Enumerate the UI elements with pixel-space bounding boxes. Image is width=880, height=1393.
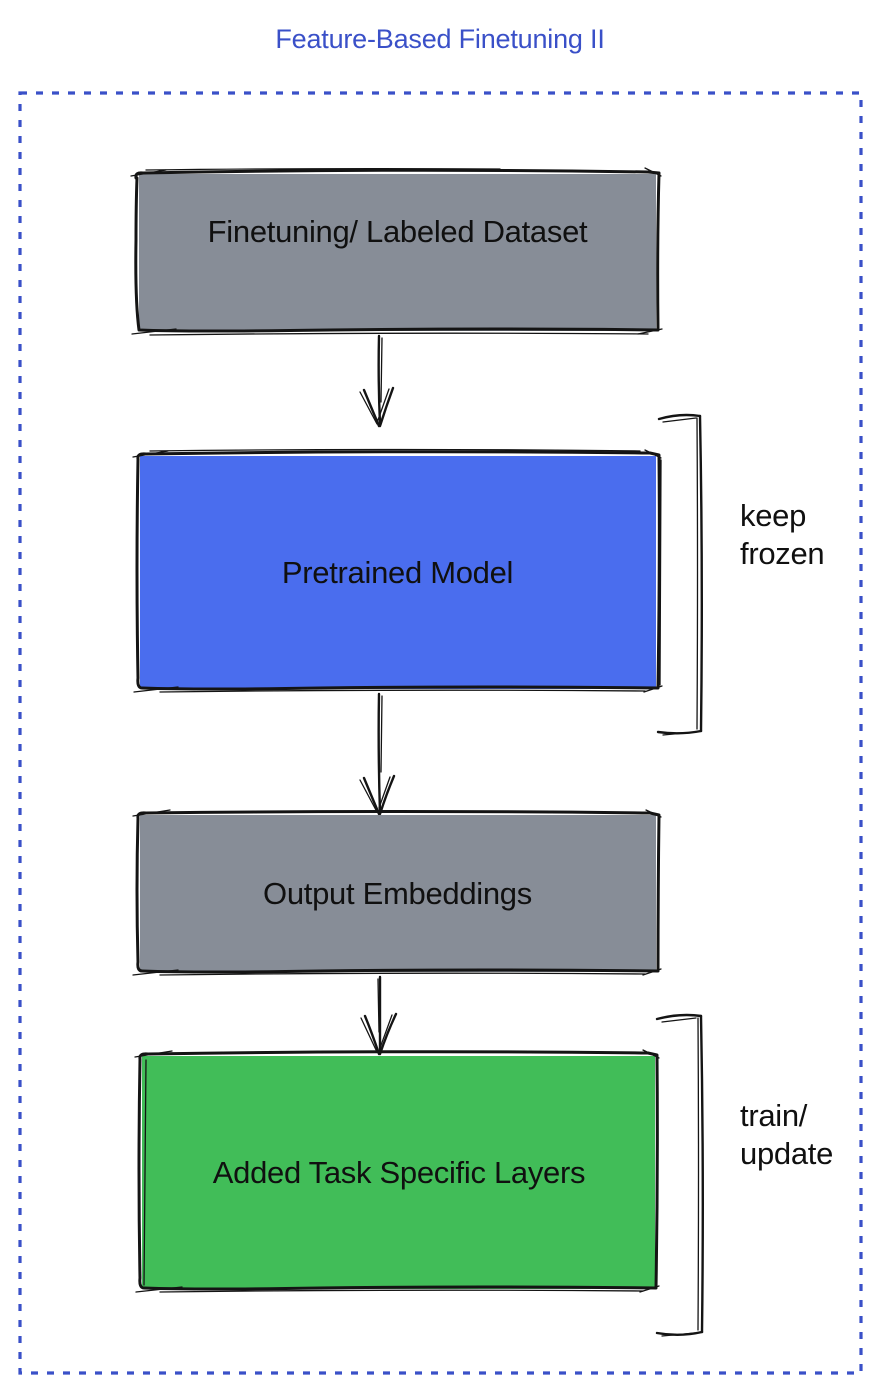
annotation-train-update: train/ update (740, 1098, 834, 1171)
diagram-title: Feature-Based Finetuning II (275, 24, 605, 54)
box-finetuning-dataset (130, 167, 663, 336)
dotted-frame (18, 91, 863, 1375)
box-pretrained-model (132, 448, 663, 693)
box-task-specific-layers (134, 1049, 660, 1293)
arrow-down-2 (359, 692, 396, 816)
box-label-pretrained-model: Pretrained Model (281, 554, 514, 590)
box-label-output-embeddings: Output Embeddings (263, 875, 532, 911)
annotation-keep-frozen: keep frozen (740, 498, 825, 571)
arrow-down-3 (360, 975, 398, 1056)
bracket-train-update (655, 1013, 704, 1337)
box-output-embeddings (132, 809, 662, 976)
bracket-keep-frozen (656, 413, 703, 736)
box-label-task-specific-layers: Added Task Specific Layers (212, 1154, 586, 1190)
box-label-finetuning-dataset: Finetuning/ Labeled Dataset (207, 214, 588, 249)
arrow-down-1 (359, 334, 395, 428)
